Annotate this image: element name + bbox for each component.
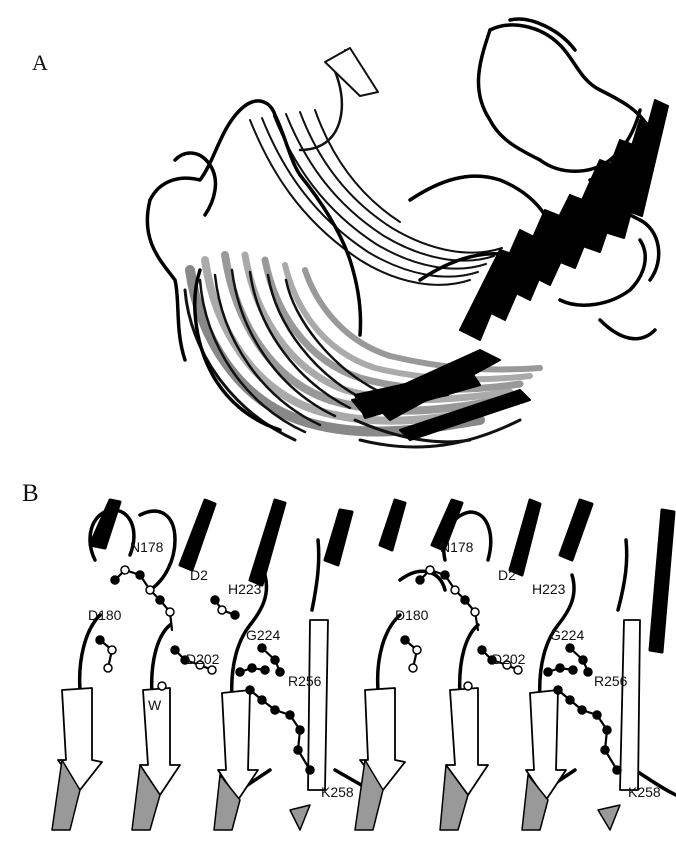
residue-label-n178-right: N178 <box>440 539 474 555</box>
panel-b-stereo: N178 D180 D202 W H223 G224 R256 K258 D2 <box>52 500 676 830</box>
stereo-right-image: N178 D180 D202 H223 G224 R256 K258 D2 <box>355 500 676 830</box>
residue-label-d2-right: D2 <box>498 567 516 583</box>
panel-a-ribbon <box>147 19 668 447</box>
residue-label-r256: R256 <box>288 673 322 689</box>
residue-label-d202-right: D202 <box>492 651 526 667</box>
residue-label-d2-left: D2 <box>190 567 208 583</box>
residue-label-k258: K258 <box>321 784 354 800</box>
residue-label-g224-right: G224 <box>550 627 584 643</box>
residue-label-d180: D180 <box>88 607 122 623</box>
residue-label-h223-right: H223 <box>532 581 566 597</box>
residue-label-r256-right: R256 <box>594 673 628 689</box>
residue-label-n178: N178 <box>130 539 164 555</box>
residue-label-w: W <box>148 697 162 713</box>
stereo-left-image: N178 D180 D202 W H223 G224 R256 K258 D2 <box>52 500 370 830</box>
residue-label-h223: H223 <box>228 581 262 597</box>
upper-beta-strands <box>250 48 502 285</box>
residue-label-d202: D202 <box>186 651 220 667</box>
residue-label-g224: G224 <box>246 627 280 643</box>
residue-label-d180-right: D180 <box>395 607 429 623</box>
residue-label-k258-right: K258 <box>628 784 661 800</box>
